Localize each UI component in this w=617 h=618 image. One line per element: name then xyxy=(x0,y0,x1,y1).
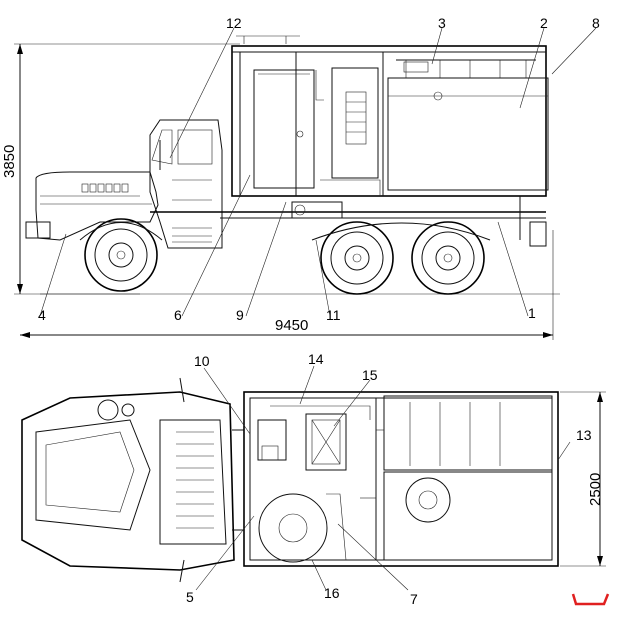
callout-8: 8 xyxy=(592,15,600,31)
truck-top xyxy=(21,377,244,583)
callout-12: 12 xyxy=(226,15,242,31)
callout-2: 2 xyxy=(540,15,548,31)
truck-side xyxy=(25,35,560,295)
callout-11: 11 xyxy=(326,307,341,323)
side-view: 3850 9450 xyxy=(1,27,597,340)
corner-mark xyxy=(571,593,610,606)
rear-wheel xyxy=(411,221,485,295)
callout-3: 3 xyxy=(438,15,446,31)
callout-10: 10 xyxy=(194,353,210,369)
body-top xyxy=(243,391,559,567)
callout-9: 9 xyxy=(236,307,244,323)
middle-wheel xyxy=(320,221,394,295)
callout-7: 7 xyxy=(410,591,418,607)
front-wheel xyxy=(79,218,163,292)
width-label: 2500 xyxy=(587,473,604,506)
top-leaders xyxy=(195,365,571,591)
height-dimension: 3850 xyxy=(1,43,240,295)
callout-16: 16 xyxy=(324,585,340,601)
callout-14: 14 xyxy=(308,351,324,367)
callout-6: 6 xyxy=(174,307,182,323)
callout-13: 13 xyxy=(576,427,592,443)
top-view: 2500 xyxy=(21,365,606,591)
grille xyxy=(81,183,129,193)
width-dimension: 2500 xyxy=(560,391,606,567)
callout-5: 5 xyxy=(186,589,194,605)
cab-vents xyxy=(176,431,214,529)
callout-1: 1 xyxy=(528,305,536,321)
callout-4: 4 xyxy=(38,307,46,323)
length-label: 9450 xyxy=(275,317,308,334)
length-dimension: 9450 xyxy=(20,230,554,340)
callout-numbers: 1 2 3 4 5 6 7 8 9 10 11 12 13 14 15 16 xyxy=(38,15,600,607)
side-leaders xyxy=(39,27,597,317)
height-label: 3850 xyxy=(1,145,18,178)
callout-15: 15 xyxy=(362,367,378,383)
